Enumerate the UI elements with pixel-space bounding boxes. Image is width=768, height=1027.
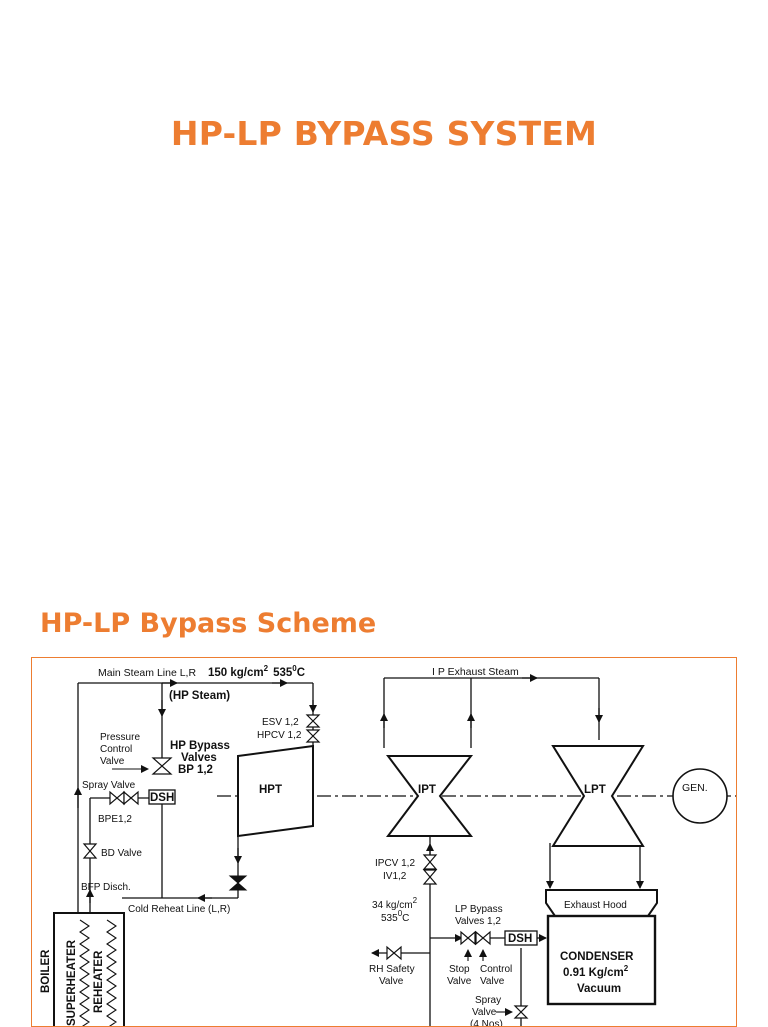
ipcv-valve-icon [422,854,438,870]
reheater-label: REHEATER [93,950,105,1013]
bfp-disch-label: BFP Disch. [81,882,131,893]
hpcv-valve-icon [305,729,321,743]
rh-pressure-label: 34 kg/cm2 [372,896,418,911]
lp-dsh-label: DSH [508,933,532,945]
lp-bypass-label-2: Valves 1,2 [455,916,501,927]
lp-dsh-box [504,930,538,946]
hp-steam-label: (HP Steam) [169,690,230,702]
exhaust-hood-label: Exhaust Hood [564,900,627,911]
pressure-control-label-1: Pressure [100,732,140,743]
boiler-label: BOILER [40,949,52,993]
hp-dsh-label: DSH [150,792,174,804]
vacuum-value-label: 0.91 Kg/cm2 [563,964,629,979]
lpt-turbine [551,745,645,847]
esv-label: ESV 1,2 [262,717,299,728]
spray-label-2: Valve [472,1007,497,1018]
non-return-valve-icon [228,875,248,891]
gen-label: GEN. [682,782,708,794]
pressure-control-label-2: Control [100,744,132,755]
vacuum-label: Vacuum [577,983,621,995]
ipcv-label: IPCV 1,2 [375,858,415,869]
control-valve-label-1: Control [480,964,512,975]
hp-bypass-label-2: Valves [181,752,217,764]
hpt-turbine [237,744,314,838]
bpe-label: BPE1,2 [98,814,132,825]
spray-label-1: Spray [475,995,501,1006]
rh-safety-label-1: RH Safety [369,964,415,975]
hp-dsh-box [148,789,176,805]
stop-valve-label-2: Valve [447,976,472,987]
hp-bypass-valve-icon [151,757,173,775]
condenser-label: CONDENSER [560,951,634,963]
lp-bypass-label-1: LP Bypass [455,904,503,915]
control-valve-label-2: Valve [480,976,505,987]
bd-valve-icon [82,843,98,859]
hpcv-label: HPCV 1,2 [257,730,302,741]
ip-exhaust-label: I P Exhaust Steam [432,666,519,678]
main-steam-line-label: Main Steam Line L,R [98,667,196,679]
iv-valve-icon [422,869,438,885]
spray-valve-label: Spray Valve [82,780,136,791]
hp-bypass-label-3: BP 1,2 [178,764,213,776]
ipt-label: IPT [418,784,436,796]
esv-valve-icon [305,714,321,728]
generator-icon [672,768,728,824]
condenser-box [546,914,657,1006]
hpt-label: HPT [259,784,282,796]
lp-control-valve-icon [475,930,491,946]
hp-bypass-label-1: HP Bypass [170,740,230,752]
ipt-turbine [386,755,474,837]
iv-label: IV1,2 [383,871,407,882]
superheater-label: SUPERHEATER [66,939,78,1026]
cold-reheat-label: Cold Reheat Line (L,R) [128,904,230,915]
spray-label-3: (4 Nos) [470,1019,503,1027]
lpt-label: LPT [584,784,606,796]
section-heading: HP-LP Bypass Scheme [40,608,377,639]
spray-valve-icon [109,790,125,806]
bd-valve-label: BD Valve [101,848,142,859]
stop-valve-label-1: Stop [449,964,470,975]
pressure-control-label-3: Valve [100,756,125,767]
lp-stop-valve-icon [460,930,476,946]
slide-title: HP-LP BYPASS SYSTEM [170,114,598,153]
rh-safety-valve-icon [386,945,402,961]
rh-temp-label: 5350C [381,909,409,924]
rh-safety-label-2: Valve [379,976,404,987]
lp-spray-valve-icon [513,1005,529,1019]
